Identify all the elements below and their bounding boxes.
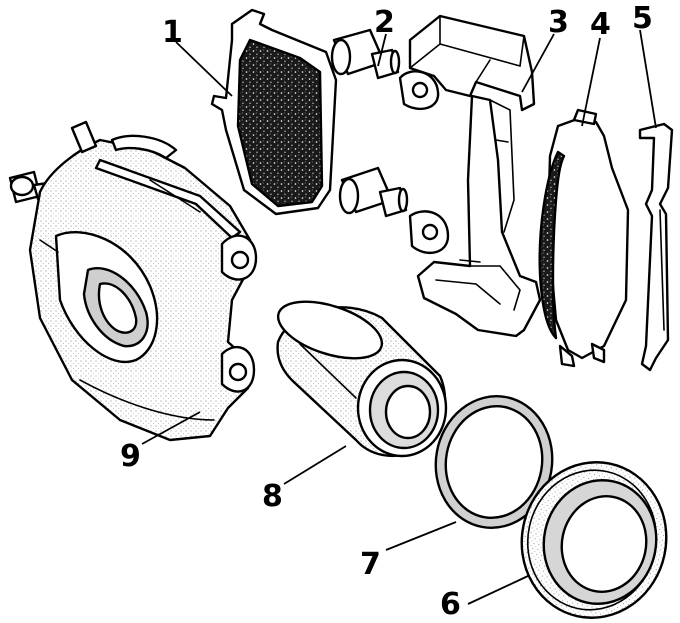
outer-brake-pad [538, 108, 630, 368]
leader-8 [283, 445, 347, 485]
piston-seal [434, 395, 554, 529]
caliper-housing [8, 120, 258, 442]
callout-6: 6 [440, 587, 461, 622]
leader-2 [377, 33, 387, 67]
anti-rattle-spring [638, 122, 674, 372]
callout-5: 5 [632, 1, 653, 36]
callout-2: 2 [374, 5, 395, 40]
inner-brake-pad [210, 8, 338, 216]
callout-7: 7 [360, 547, 381, 582]
leader-7 [385, 521, 457, 551]
caliper-piston [276, 300, 448, 458]
guide-pin-lower [338, 166, 409, 218]
leader-3 [521, 33, 555, 93]
leader-6 [467, 575, 529, 605]
caliper-carrier-bracket [398, 14, 542, 338]
guide-pin-upper [330, 28, 401, 80]
leader-4 [581, 37, 601, 127]
callout-4: 4 [590, 7, 611, 42]
leader-1 [175, 41, 233, 97]
callout-9: 9 [120, 439, 141, 474]
dust-boot [520, 461, 668, 619]
callout-1: 1 [162, 15, 183, 50]
callout-8: 8 [262, 479, 283, 514]
leader-9 [141, 411, 201, 445]
callout-3: 3 [548, 5, 569, 40]
leader-5 [639, 29, 657, 129]
